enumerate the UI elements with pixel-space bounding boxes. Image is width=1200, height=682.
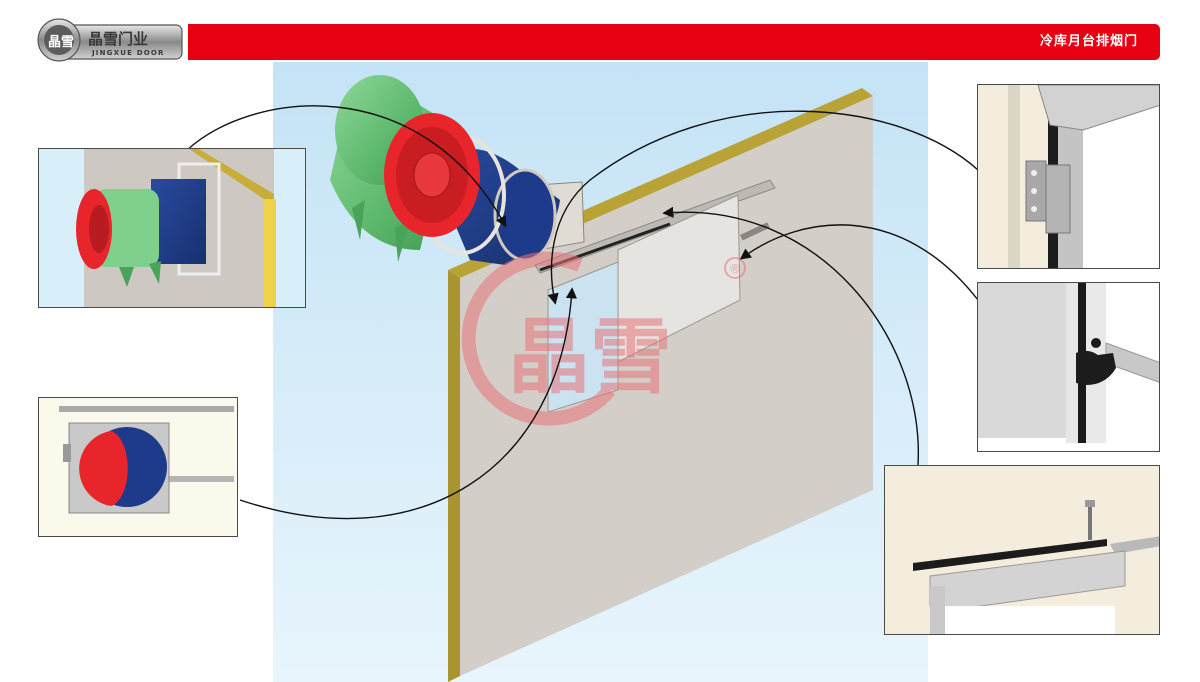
inset-hinge-detail (977, 84, 1160, 269)
page-title: 冷库月台排烟门 (1039, 34, 1138, 49)
smoke-door (534, 179, 776, 413)
header-bar: 冷库月台排烟门 (188, 24, 1160, 60)
watermark-logo: 晶雪 ® (461, 251, 746, 426)
svg-text:晶雪: 晶雪 (508, 310, 672, 405)
inset-latch-detail (977, 282, 1160, 452)
brand-name-cn: 晶雪门业 (88, 30, 148, 48)
svg-text:晶雪: 晶雪 (48, 34, 74, 50)
svg-text:®: ® (729, 262, 741, 276)
inset-fan-front-view (38, 397, 238, 537)
fan-assembly (330, 75, 585, 265)
inset-rail-header-detail (884, 465, 1160, 635)
brand-name-en: JINGXUE DOOR (91, 49, 165, 57)
callout-lines (184, 105, 979, 520)
inset-fan-side-view (38, 148, 306, 308)
brand-logo: 晶雪 晶雪门业 JINGXUE DOOR (36, 17, 184, 63)
